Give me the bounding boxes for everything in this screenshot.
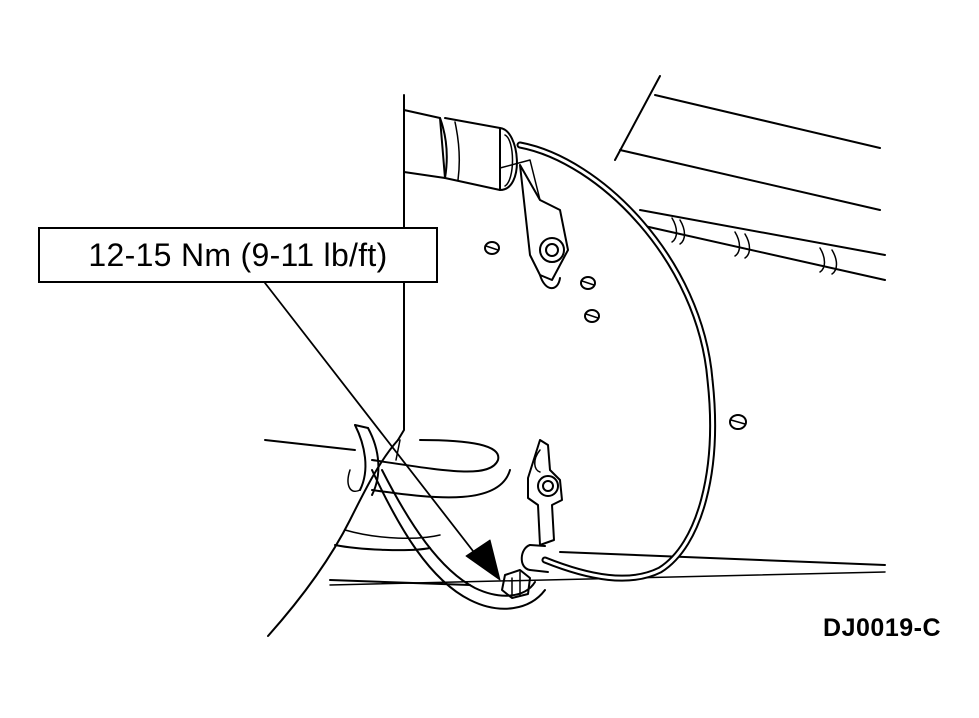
lower-bracket [527,439,563,546]
torque-spec-label: 12-15 Nm (9-11 lb/ft) [88,236,388,273]
hydraulic-hose [516,141,716,582]
fasteners [484,241,747,430]
lower-fitting-nut [501,569,531,599]
frame-rails [614,75,886,281]
body-panel [264,94,886,637]
figure-code-label: DJ0019-C [823,614,941,642]
callout-leader [264,282,501,581]
torque-callout-box: 12-15 Nm (9-11 lb/ft) [38,227,438,283]
upper-bracket [499,159,569,290]
inlet-pipe [403,109,518,191]
lower-tube [334,424,546,610]
